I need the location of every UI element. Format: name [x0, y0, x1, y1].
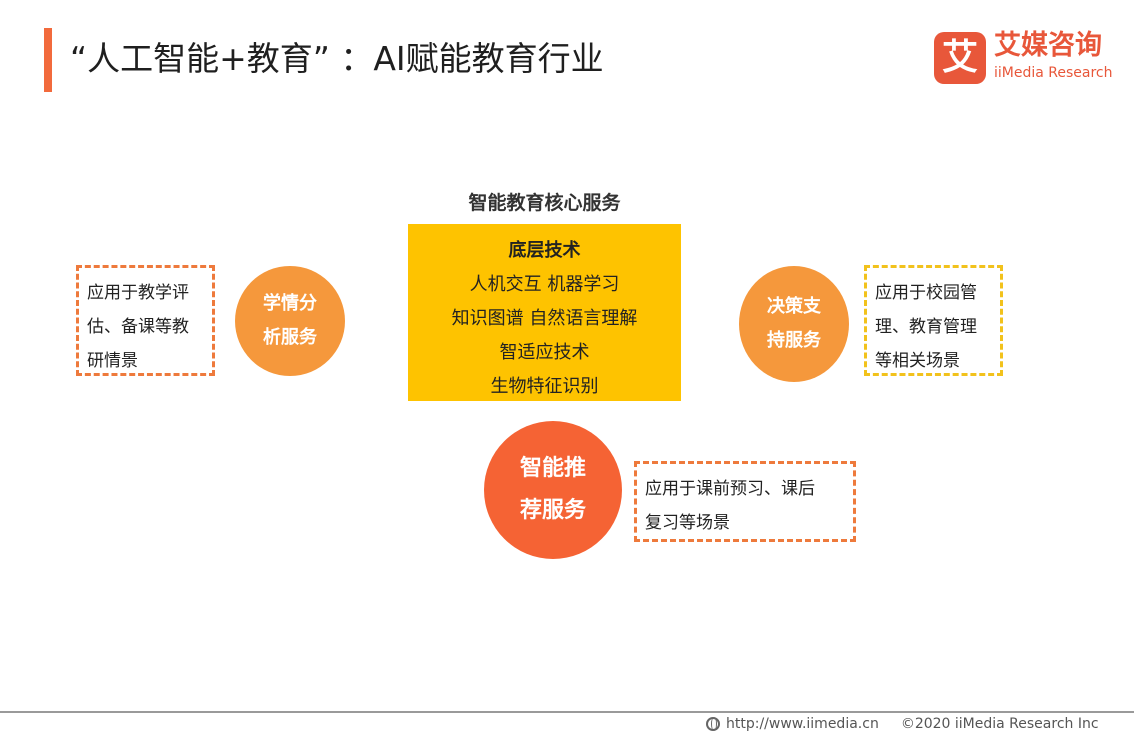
footer-copyright: ©2020 iiMedia Research Inc [900, 716, 1099, 732]
logo-mark-icon: 艾 [934, 32, 986, 84]
footer-url-link[interactable]: http://www.iimedia.cn [726, 716, 879, 732]
core-item: 生物特征识别 [490, 376, 599, 397]
service-label-line: 学情分 [263, 293, 317, 314]
service-label-line: 荐服务 [519, 498, 586, 523]
note-line: 理、教育管理 [875, 317, 977, 337]
decision-support-service-circle: 决策支 持服务 [739, 266, 849, 382]
page-title: “人工智能+教育” ：AI赋能教育行业 [70, 39, 604, 78]
core-box-title: 底层技术 [508, 240, 581, 261]
service-label-line: 析服务 [263, 327, 317, 348]
note-line: 应用于课前预习、课后 [645, 479, 815, 499]
core-item: 人机交互 机器学习 [469, 274, 620, 295]
smart-recommendation-service-circle: 智能推 荐服务 [484, 421, 622, 559]
learning-analysis-service-circle: 学情分 析服务 [235, 266, 345, 376]
title-accent-bar [44, 28, 52, 92]
footer-divider [0, 711, 1134, 713]
iimedia-logo: 艾 艾媒咨询 iiMedia Research [934, 30, 1114, 86]
smart-recommendation-note: 应用于课前预习、课后 复习等场景 [634, 461, 856, 542]
logo-name-cn: 艾媒咨询 [994, 30, 1102, 61]
logo-name-en: iiMedia Research [994, 65, 1113, 81]
core-services-heading: 智能教育核心服务 [468, 192, 621, 214]
note-line: 复习等场景 [645, 513, 730, 533]
note-line: 等相关场景 [875, 351, 960, 371]
note-line: 应用于教学评 [87, 283, 189, 303]
footer: http://www.iimedia.cn ©2020 iiMedia Resea… [706, 714, 1099, 734]
service-label-line: 智能推 [519, 456, 586, 481]
service-label-line: 决策支 [767, 296, 821, 317]
service-label-line: 持服务 [767, 330, 821, 351]
core-item: 智适应技术 [499, 342, 590, 363]
globe-icon [706, 717, 720, 731]
decision-support-note: 应用于校园管 理、教育管理 等相关场景 [864, 265, 1003, 376]
note-line: 估、备课等教 [87, 317, 189, 337]
core-item: 知识图谱 自然语言理解 [451, 308, 638, 329]
note-line: 应用于校园管 [875, 283, 977, 303]
core-technology-box: 底层技术 人机交互 机器学习 知识图谱 自然语言理解 智适应技术 生物特征识别 [408, 224, 681, 401]
note-line: 研情景 [87, 351, 138, 371]
learning-analysis-note: 应用于教学评 估、备课等教 研情景 [76, 265, 215, 376]
